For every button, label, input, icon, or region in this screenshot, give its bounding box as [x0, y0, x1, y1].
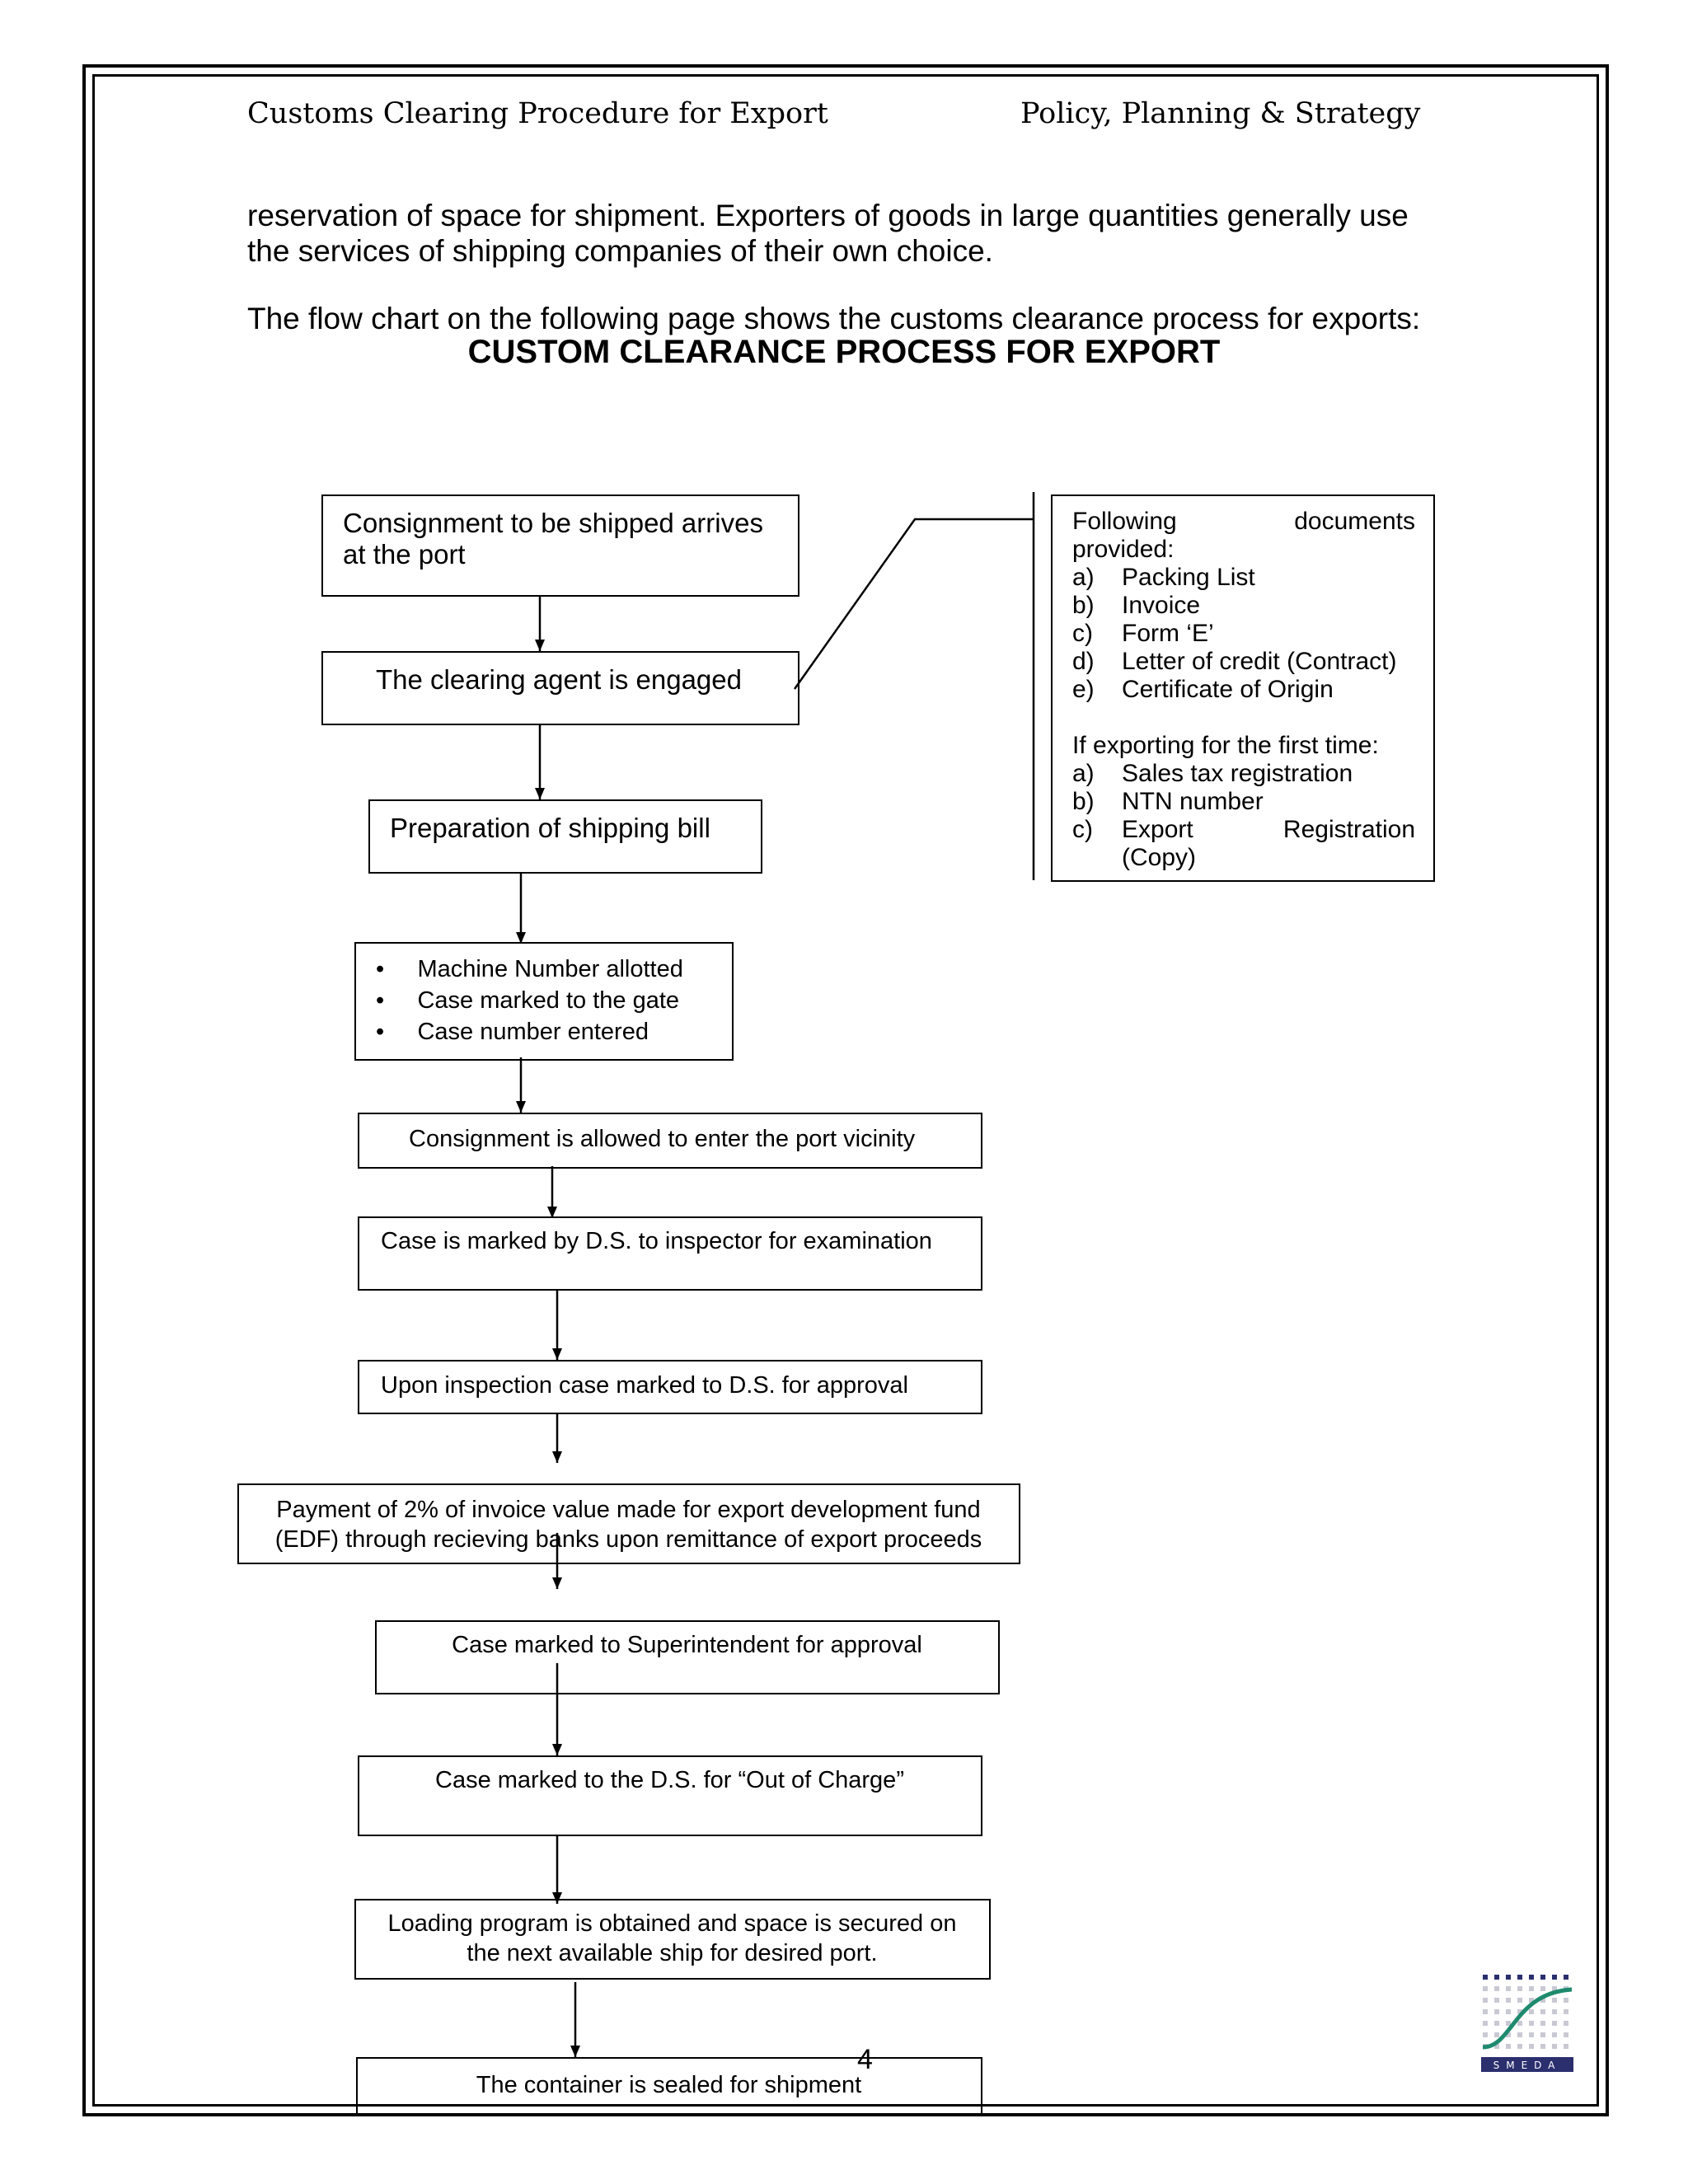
step-loading-program: Loading program is obtained and space is… [354, 1899, 991, 1980]
header-left: Customs Clearing Procedure for Export [247, 97, 828, 130]
documents-first-item: c) Export [1072, 816, 1193, 844]
bullet-item: • Case number entered [376, 1019, 649, 1045]
step-machine-number: • Machine Number allotted • Case marked … [354, 942, 734, 1061]
documents-item-key: a) [1072, 564, 1095, 591]
documents-item-value: Form ‘E’ [1122, 620, 1214, 647]
documents-item-key: d) [1072, 648, 1095, 675]
documents-intro-b: documents [1294, 508, 1415, 535]
documents-item-key: c) [1072, 620, 1093, 647]
documents-item-value: Packing List [1122, 564, 1255, 591]
step-clearing-agent-label: The clearing agent is engaged [376, 664, 742, 695]
documents-registration-word: Registration [1282, 816, 1415, 843]
step-shipping-bill-label: Preparation of shipping bill [390, 813, 710, 843]
page-number: 4 [857, 2044, 873, 2075]
documents-item: d) Letter of credit (Contract) [1072, 648, 1396, 676]
step-inspector-examination: Case is marked by D.S. to inspector for … [358, 1216, 982, 1291]
flowchart-title: CUSTOM CLEARANCE PROCESS FOR EXPORT [467, 334, 1221, 370]
smeda-logo: SMEDA [1481, 1975, 1573, 2072]
bullet-text-case-number: Case number entered [417, 1019, 649, 1045]
step-superintendent-approval: Case marked to Superintendent for approv… [375, 1620, 1000, 1694]
step-inspection-approval: Upon inspection case marked to D.S. for … [358, 1360, 982, 1414]
intro-line-1: reservation of space for shipment. Expor… [247, 199, 1409, 232]
step-inspection-approval-label: Upon inspection case marked to D.S. for … [381, 1372, 908, 1399]
step-out-of-charge-label: Case marked to the D.S. for “Out of Char… [435, 1767, 904, 1793]
step-superintendent-approval-label: Case marked to Superintendent for approv… [452, 1632, 922, 1658]
step-edf-payment-line-2: (EDF) through recieving banks upon remit… [274, 1526, 982, 1553]
logo-text: SMEDA [1493, 2060, 1562, 2071]
documents-item-key: b) [1072, 788, 1095, 815]
documents-first-item: a) Sales tax registration [1072, 760, 1353, 788]
documents-copy-word: (Copy) [1122, 844, 1197, 871]
documents-item: e) Certificate of Origin [1072, 676, 1334, 704]
documents-box: Following documents provided: a) Packing … [1051, 494, 1435, 882]
documents-item-value: Invoice [1122, 592, 1201, 619]
documents-first-time-heading: If exporting for the first time: [1072, 732, 1379, 759]
step-container-sealed: The container is sealed for shipment [356, 2057, 982, 2115]
documents-item: a) Packing List [1072, 564, 1255, 592]
documents-item-value: NTN number [1122, 788, 1264, 815]
bullet-text-machine-number: Machine Number allotted [417, 956, 683, 982]
step-clearing-agent: The clearing agent is engaged [321, 651, 799, 725]
step-port-vicinity: Consignment is allowed to enter the port… [358, 1113, 982, 1169]
header-right: Policy, Planning & Strategy [1020, 97, 1421, 130]
bullet-item: • Case marked to the gate [376, 987, 680, 1014]
step-loading-program-line-1: Loading program is obtained and space is… [387, 1910, 957, 1937]
documents-item-value: Sales tax registration [1122, 760, 1353, 787]
intro-line-3: The flow chart on the following page sho… [247, 302, 1421, 335]
bullet-text-case-gate: Case marked to the gate [417, 987, 680, 1014]
step-loading-program-line-2: the next available ship for desired port… [467, 1940, 878, 1966]
documents-intro-c: provided: [1072, 536, 1175, 563]
documents-item-key: a) [1072, 760, 1095, 787]
logo-band [1481, 2057, 1573, 2072]
documents-callout-line [793, 518, 1034, 690]
documents-item: c) Form ‘E’ [1072, 620, 1214, 648]
page-border-inner [92, 74, 1599, 2107]
step-edf-payment: Payment of 2% of invoice value made for … [237, 1483, 1020, 1564]
step-consignment-arrives-line-2: at the port [343, 539, 466, 569]
documents-item-key: c) [1072, 816, 1093, 843]
logo-dot-grid [1483, 1975, 1568, 1980]
documents-first-item: b) NTN number [1072, 788, 1264, 816]
documents-item-value: Export [1122, 816, 1193, 843]
step-consignment-arrives: Consignment to be shipped arrives at the… [321, 494, 799, 597]
step-port-vicinity-label: Consignment is allowed to enter the port… [409, 1126, 916, 1152]
documents-item-key: b) [1072, 592, 1095, 619]
bullet-item: • Machine Number allotted [376, 956, 683, 982]
documents-item-value: Certificate of Origin [1122, 676, 1334, 703]
documents-item-value: Letter of credit (Contract) [1122, 648, 1397, 675]
intro-line-2: the services of shipping companies of th… [247, 234, 993, 268]
step-inspector-examination-label: Case is marked by D.S. to inspector for … [381, 1228, 932, 1254]
step-consignment-arrives-line-1: Consignment to be shipped arrives [343, 508, 763, 538]
step-shipping-bill: Preparation of shipping bill [368, 799, 762, 874]
step-edf-payment-line-1: Payment of 2% of invoice value made for … [276, 1497, 981, 1523]
logo-s-curve [1482, 1987, 1573, 2050]
documents-item: b) Invoice [1072, 592, 1200, 620]
step-container-sealed-label: The container is sealed for shipment [476, 2072, 862, 2098]
documents-item-key: e) [1072, 676, 1095, 703]
page-border-outer [82, 64, 1609, 2116]
documents-intro-a: Following [1072, 508, 1177, 535]
step-out-of-charge: Case marked to the D.S. for “Out of Char… [358, 1755, 982, 1836]
